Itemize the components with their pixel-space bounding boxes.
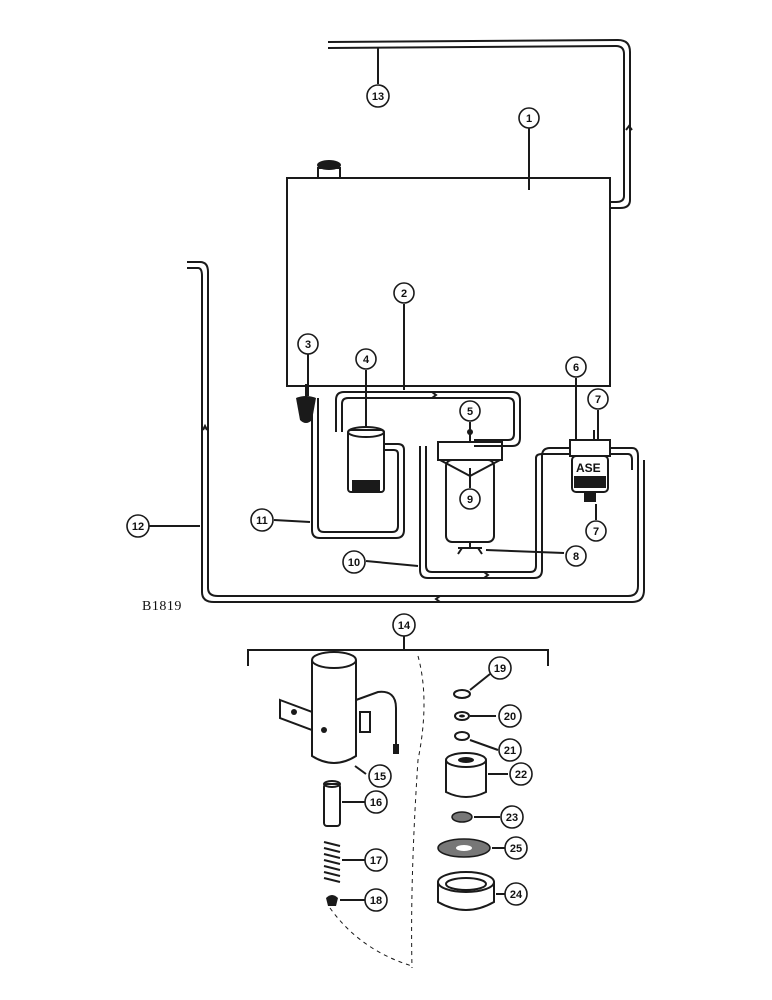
callout-25: 25 [504, 836, 528, 860]
callout-12: 12 [126, 514, 150, 538]
callout-6: 6 [565, 356, 587, 378]
callout-8: 8 [565, 545, 587, 567]
leader-lines-upper [148, 48, 599, 567]
electric-fuel-pump [347, 420, 385, 493]
callout-17: 17 [364, 848, 388, 872]
figure-label: B1819 [142, 599, 182, 614]
callout-7b-label: 7 [593, 526, 599, 538]
line-2 [335, 391, 521, 447]
callout-4-label: 4 [363, 354, 370, 366]
callout-22-label: 22 [515, 769, 527, 781]
callout-21-label: 21 [504, 745, 516, 757]
callout-22: 22 [509, 762, 533, 786]
cap [326, 895, 366, 906]
callout-17-label: 17 [370, 855, 382, 867]
callout-13: 13 [366, 84, 390, 108]
plunger [323, 780, 366, 827]
fuel-tank [286, 160, 611, 387]
callout-25-label: 25 [510, 843, 522, 855]
callout-5-label: 5 [467, 406, 473, 418]
callout-3-label: 3 [305, 339, 311, 351]
filter-brand-text: ASE [576, 461, 601, 475]
callout-9-label: 9 [467, 494, 473, 506]
callout-15-label: 15 [374, 771, 386, 783]
return-line-top [327, 38, 633, 209]
callout-15: 15 [368, 764, 392, 788]
callout-16: 16 [364, 790, 388, 814]
spring [323, 841, 366, 883]
callout-19-label: 19 [494, 663, 506, 675]
callout-14: 14 [392, 613, 416, 637]
kit-bracket [247, 636, 549, 969]
callout-2-label: 2 [401, 288, 407, 300]
callout-14-label: 14 [398, 620, 411, 632]
callout-10-label: 10 [348, 557, 360, 569]
callout-9: 9 [459, 488, 481, 510]
callout-3: 3 [297, 333, 319, 355]
callout-11: 11 [250, 508, 274, 532]
callout-11-label: 11 [256, 515, 268, 527]
callout-6-label: 6 [573, 362, 579, 374]
callout-1: 1 [518, 107, 540, 129]
callout-7a: 7 [587, 388, 609, 410]
callout-21: 21 [498, 738, 522, 762]
callout-24-label: 24 [510, 889, 523, 901]
callout-23: 23 [500, 805, 524, 829]
callout-23-label: 23 [506, 812, 518, 824]
callout-12-label: 12 [132, 521, 144, 533]
callout-1-label: 1 [526, 113, 532, 125]
callout-10: 10 [342, 550, 366, 574]
callout-18: 18 [364, 888, 388, 912]
callout-13-label: 13 [372, 91, 384, 103]
small-parts [437, 673, 508, 911]
callout-20-label: 20 [504, 711, 516, 723]
shutoff-valve [296, 384, 319, 480]
supply-line-left [187, 261, 645, 603]
callout-16-label: 16 [370, 797, 382, 809]
line-11 [311, 443, 405, 539]
callout-5: 5 [459, 400, 481, 422]
callout-7b: 7 [585, 520, 607, 542]
callout-19: 19 [488, 656, 512, 680]
callout-4: 4 [355, 348, 377, 370]
callout-8-label: 8 [573, 551, 579, 563]
callout-24: 24 [504, 882, 528, 906]
callout-18-label: 18 [370, 895, 382, 907]
callout-2: 2 [393, 282, 415, 304]
callout-20: 20 [498, 704, 522, 728]
pump-assembly [279, 651, 399, 775]
line-10 [419, 446, 570, 579]
primary-fuel-filter [437, 429, 503, 555]
callout-7a-label: 7 [595, 394, 601, 406]
secondary-fuel-filter: ASE [569, 430, 639, 502]
